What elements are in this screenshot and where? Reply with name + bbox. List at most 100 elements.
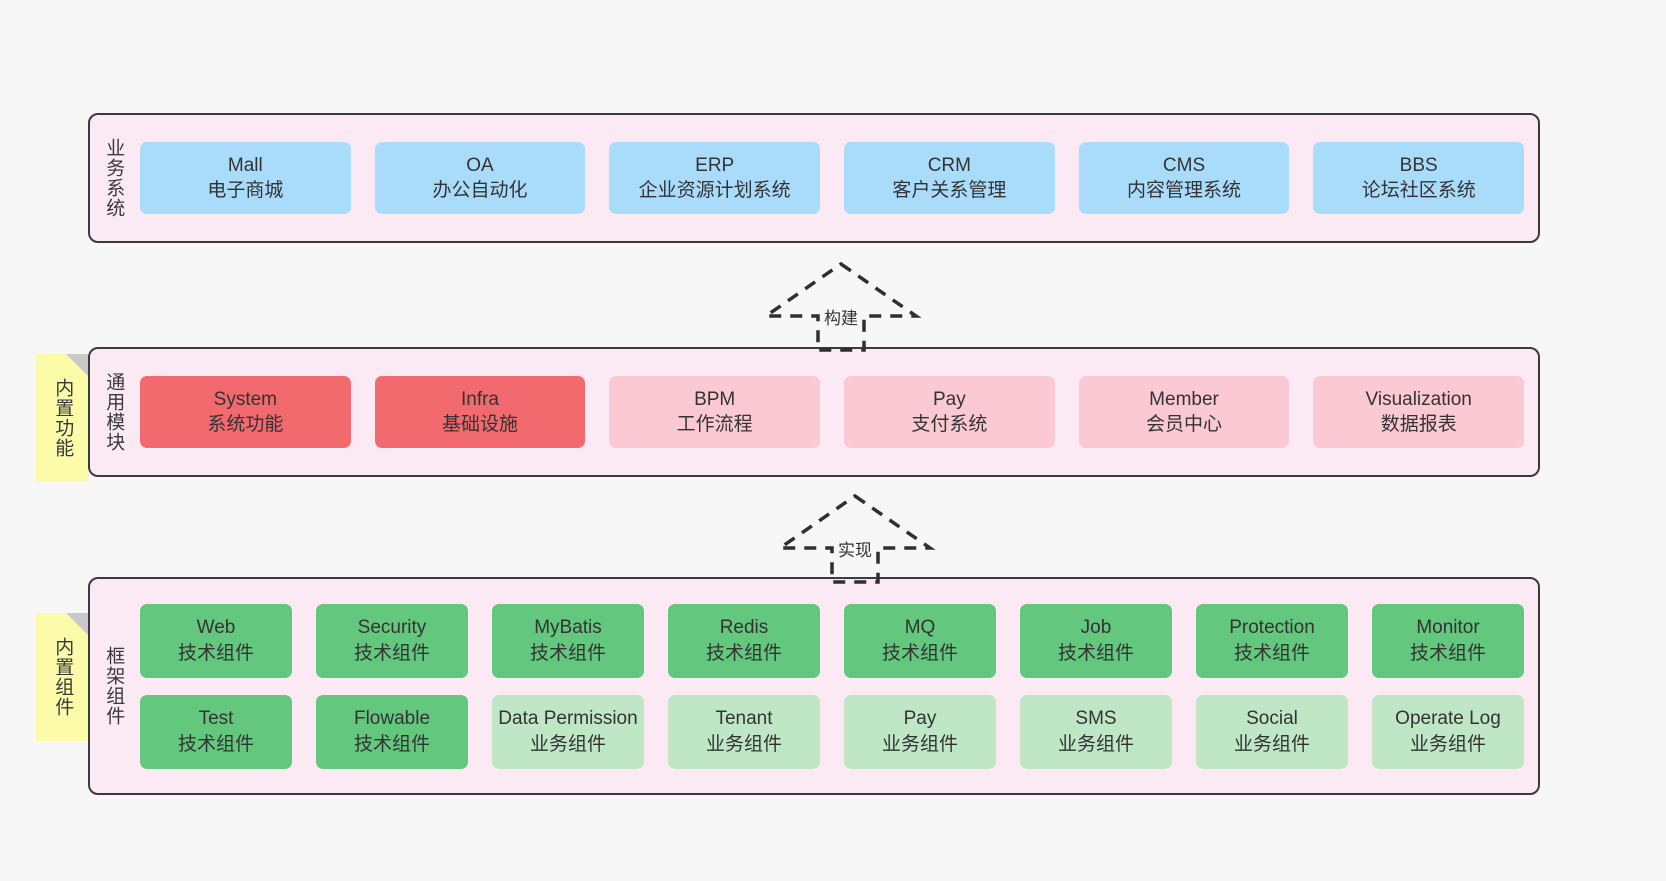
- card-subtitle: 客户关系管理: [892, 180, 1007, 201]
- card-bbs[interactable]: BBS 论坛社区系统: [1313, 142, 1525, 214]
- card-monitor[interactable]: Monitor 技术组件: [1372, 603, 1524, 678]
- card-row: Web 技术组件 Security 技术组件 MyBatis 技术组件 Redi…: [140, 603, 1524, 678]
- card-title: Test: [198, 708, 234, 730]
- card-social[interactable]: Social 业务组件: [1196, 694, 1348, 769]
- card-title: Pay: [903, 708, 937, 730]
- card-infra[interactable]: Infra 基础设施: [374, 376, 586, 448]
- card-subtitle: 基础设施: [442, 414, 519, 435]
- card-protection[interactable]: Protection 技术组件: [1196, 603, 1348, 678]
- card-security[interactable]: Security 技术组件: [316, 603, 468, 678]
- card-sms[interactable]: SMS 业务组件: [1020, 694, 1172, 769]
- card-subtitle: 技术组件: [177, 642, 254, 664]
- card-title: CMS: [1162, 154, 1206, 176]
- card-title: Flowable: [353, 708, 431, 730]
- card-title: Web: [196, 617, 236, 639]
- layer-business-systems: 业务系统 Mall 电子商城 OA 办公自动化 ERP 企业资源计划系统 CRM…: [88, 113, 1540, 243]
- sticky-note-label: 内置功能: [52, 378, 74, 458]
- card-pay-business[interactable]: Pay 业务组件: [844, 694, 996, 769]
- card-subtitle: 技术组件: [1409, 642, 1486, 664]
- connector-build-label: 构建: [824, 309, 858, 328]
- card-test[interactable]: Test 技术组件: [140, 694, 292, 769]
- card-pay[interactable]: Pay 支付系统: [844, 376, 1055, 448]
- card-erp[interactable]: ERP 企业资源计划系统: [609, 142, 821, 214]
- layer-common-modules: 通用模块 System 系统功能 Infra 基础设施 BPM 工作流程 Pay…: [88, 347, 1540, 477]
- card-title: MyBatis: [534, 617, 602, 639]
- card-subtitle: 技术组件: [881, 642, 958, 664]
- sticky-note-builtin-components: 内置组件: [36, 613, 88, 741]
- connector-implement-label: 实现: [838, 541, 872, 560]
- card-subtitle: 技术组件: [529, 642, 606, 664]
- card-crm[interactable]: CRM 客户关系管理: [844, 142, 1055, 214]
- card-subtitle: 技术组件: [1233, 642, 1310, 664]
- layer-framework-components-body: Web 技术组件 Security 技术组件 MyBatis 技术组件 Redi…: [136, 579, 1538, 793]
- card-title: SMS: [1075, 708, 1117, 730]
- layer-framework-components-title: 框架组件: [103, 646, 125, 726]
- card-title: Infra: [460, 388, 500, 410]
- card-subtitle: 业务组件: [1409, 733, 1486, 755]
- card-row: System 系统功能 Infra 基础设施 BPM 工作流程 Pay 支付系统…: [140, 376, 1525, 448]
- card-subtitle: 技术组件: [177, 733, 254, 755]
- connector-implement: 实现: [770, 490, 940, 586]
- card-title: Job: [1080, 617, 1112, 639]
- card-subtitle: 论坛社区系统: [1361, 180, 1476, 201]
- card-redis[interactable]: Redis 技术组件: [668, 603, 820, 678]
- card-title: Security: [357, 617, 427, 639]
- implement-arrow-icon: [774, 493, 936, 584]
- card-subtitle: 数据报表: [1380, 414, 1457, 435]
- card-subtitle: 系统功能: [207, 414, 284, 435]
- card-data-permission[interactable]: Data Permission 业务组件: [492, 694, 644, 769]
- layer-framework-components: 框架组件 Web 技术组件 Security 技术组件 MyBatis 技术组件…: [88, 577, 1540, 795]
- sticky-fold-corner-icon: [66, 613, 88, 635]
- card-title: Data Permission: [498, 708, 638, 730]
- card-subtitle: 办公自动化: [432, 180, 528, 201]
- card-title: Redis: [719, 617, 769, 639]
- card-title: BPM: [694, 388, 736, 410]
- card-subtitle: 技术组件: [1057, 642, 1134, 664]
- card-bpm[interactable]: BPM 工作流程: [609, 376, 821, 448]
- card-title: Visualization: [1365, 388, 1472, 410]
- card-mybatis[interactable]: MyBatis 技术组件: [492, 603, 644, 678]
- card-subtitle: 支付系统: [911, 414, 988, 435]
- card-cms[interactable]: CMS 内容管理系统: [1078, 142, 1290, 214]
- sticky-note-label: 内置组件: [52, 637, 74, 717]
- card-subtitle: 业务组件: [529, 733, 606, 755]
- card-row: Test 技术组件 Flowable 技术组件 Data Permission …: [140, 694, 1524, 769]
- layer-common-modules-title: 通用模块: [103, 372, 125, 452]
- connector-build: 构建: [756, 258, 926, 354]
- card-row: Mall 电子商城 OA 办公自动化 ERP 企业资源计划系统 CRM 客户关系…: [140, 142, 1525, 214]
- card-title: CRM: [927, 154, 971, 176]
- card-subtitle: 技术组件: [353, 733, 430, 755]
- card-title: Monitor: [1416, 617, 1480, 639]
- card-title: System: [213, 388, 278, 410]
- card-title: Operate Log: [1395, 708, 1501, 730]
- layer-business-systems-body: Mall 电子商城 OA 办公自动化 ERP 企业资源计划系统 CRM 客户关系…: [136, 115, 1538, 241]
- card-subtitle: 业务组件: [881, 733, 958, 755]
- card-system[interactable]: System 系统功能: [140, 376, 351, 448]
- layer-common-modules-body: System 系统功能 Infra 基础设施 BPM 工作流程 Pay 支付系统…: [136, 349, 1538, 475]
- card-title: BBS: [1399, 154, 1438, 176]
- card-operate-log[interactable]: Operate Log 业务组件: [1372, 694, 1524, 769]
- card-title: OA: [466, 154, 494, 176]
- card-subtitle: 电子商城: [207, 180, 284, 201]
- card-subtitle: 技术组件: [353, 642, 430, 664]
- card-title: MQ: [904, 617, 936, 639]
- sticky-fold-corner-icon: [66, 354, 88, 376]
- card-job[interactable]: Job 技术组件: [1020, 603, 1172, 678]
- card-mq[interactable]: MQ 技术组件: [844, 603, 996, 678]
- card-subtitle: 企业资源计划系统: [638, 180, 791, 201]
- card-subtitle: 业务组件: [1233, 733, 1310, 755]
- sticky-note-builtin-features: 内置功能: [36, 354, 88, 482]
- card-visualization[interactable]: Visualization 数据报表: [1313, 376, 1525, 448]
- card-flowable[interactable]: Flowable 技术组件: [316, 694, 468, 769]
- card-tenant[interactable]: Tenant 业务组件: [668, 694, 820, 769]
- card-subtitle: 技术组件: [705, 642, 782, 664]
- card-title: ERP: [695, 154, 735, 176]
- card-member[interactable]: Member 会员中心: [1078, 376, 1290, 448]
- card-web[interactable]: Web 技术组件: [140, 603, 292, 678]
- card-subtitle: 会员中心: [1146, 414, 1223, 435]
- card-title: Pay: [932, 388, 966, 410]
- card-oa[interactable]: OA 办公自动化: [374, 142, 586, 214]
- card-mall[interactable]: Mall 电子商城: [140, 142, 351, 214]
- card-subtitle: 内容管理系统: [1127, 180, 1242, 201]
